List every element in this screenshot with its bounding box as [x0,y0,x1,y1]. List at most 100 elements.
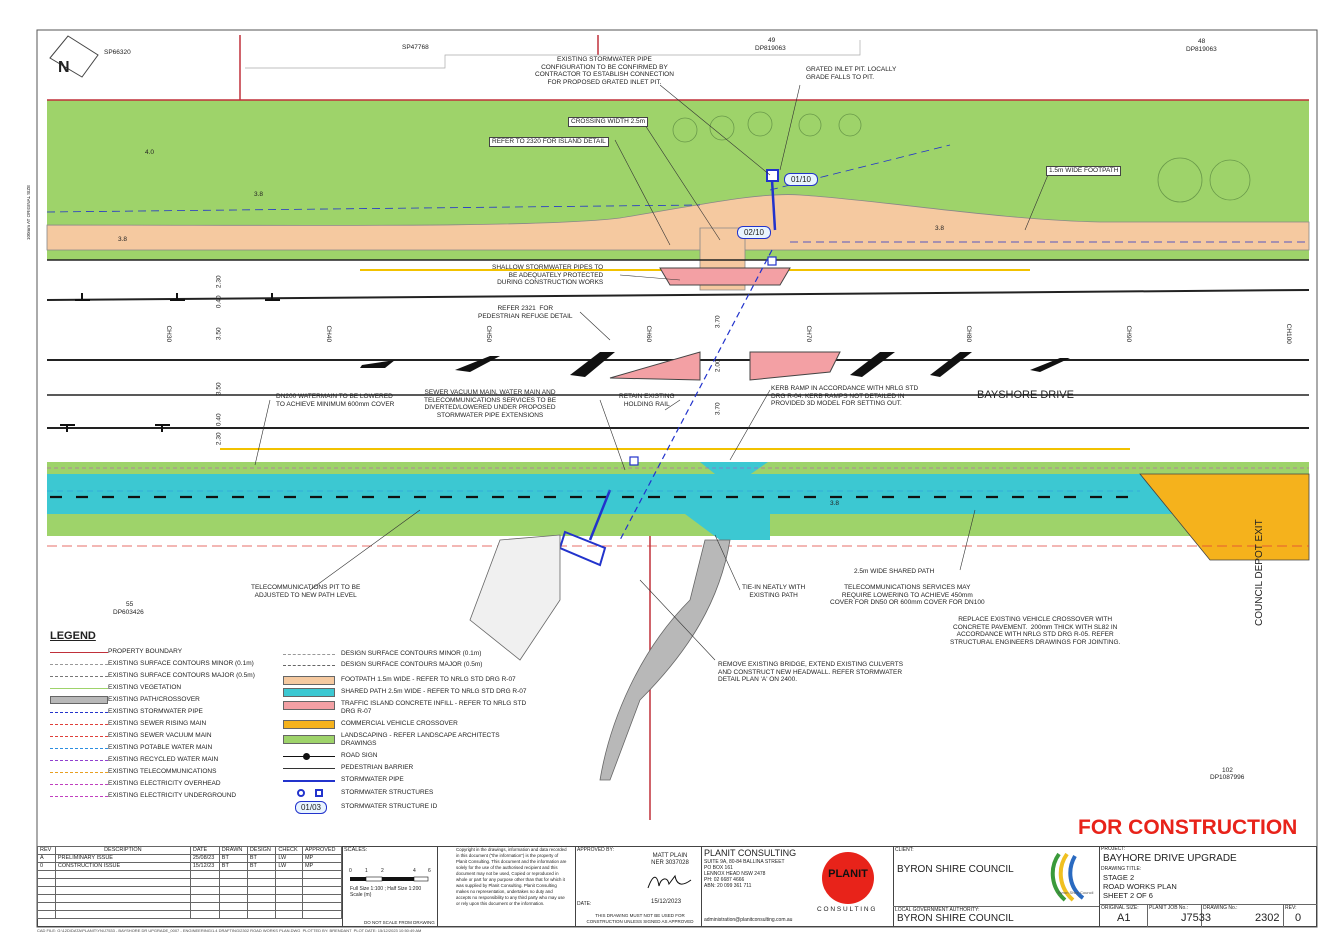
legend-item: PROPERTY BOUNDARY [108,648,183,655]
structure-id-badge: 01/10 [784,173,818,186]
chainage-label: CH40 [325,325,333,343]
legend-swatch [283,720,335,729]
dimension: 2.00 [714,359,722,373]
parcel-label: 48 [1198,38,1206,45]
scale-tick: 6 [428,868,431,874]
dimension: 0.40 [215,413,223,427]
lane-line [46,289,1310,301]
stormwater-pipe [619,249,773,541]
planit-logo [822,852,874,904]
do-not-scale: DO NOT SCALE FROM DRAWING [364,920,435,925]
legend-item: EXISTING SEWER RISING MAIN [108,720,207,727]
table-row: A PRELIMINARY ISSUE 25/08/23 BT BT LW MP [37,854,343,863]
legend-item: FOOTPATH 1.5m WIDE - REFER TO NRLG STD D… [341,676,516,683]
legend-item: EXISTING ELECTRICITY UNDERGROUND [108,792,237,799]
date-label: DATE: [577,901,592,907]
legend-item: STORMWATER PIPE [341,776,404,783]
sheet-size-note: 100mm AT ORIGINAL SIZE [26,184,31,240]
legend-swatch [283,665,335,666]
council-logo-text: Byron Shire Council [1058,890,1094,895]
lga-name: BYRON SHIRE COUNCIL [897,913,1014,924]
note: SHALLOW STORMWATER PIPES TO BE ADEQUATEL… [492,264,604,286]
sheet-size-label: ORIGINAL SIZE: [1101,905,1139,911]
contour-label: 3.8 [935,225,945,232]
legend-item: STORMWATER STRUCTURE ID [341,803,438,810]
legend-swatch [50,676,108,677]
legend-title: LEGEND [50,630,96,642]
legend-item: DESIGN SURFACE CONTOURS MAJOR (0.5m) [341,661,483,668]
dimension: 2.30 [215,432,223,446]
stormwater-pit-round-icon [297,789,305,797]
note: 1.5m WIDE FOOTPATH [1046,166,1122,176]
stormwater-pipe-new [770,179,777,231]
logo-word: PLANIT [828,868,868,880]
parcel-label: 102 [1222,767,1233,774]
parcel-label: 55 [126,601,134,608]
byron-council-logo [1050,852,1085,902]
table-row: 0 CONSTRUCTION ISSUE 15/12/23 BT BT LW M… [37,862,343,871]
note: REFER 2321 FOR PEDESTRIAN REFUGE DETAIL [478,305,573,320]
dimension: 2.30 [215,275,223,289]
kerb-ramp [700,462,768,478]
legend-swatch [50,748,108,749]
traffic-island-right [749,351,841,381]
rev-cell: 25/08/23 [189,854,220,863]
chainage-label: CH50 [485,325,493,343]
legend-swatch [50,724,108,725]
rev-cell: LW [275,854,303,863]
rev-cell: BT [218,862,248,871]
note: KERB RAMP IN ACCORDANCE WITH NRLG STD DR… [771,385,919,407]
north-arrow-icon [49,35,99,78]
parcel-label: DP819063 [1186,46,1217,53]
parcel-label: DP819063 [755,45,786,52]
structure-id-badge: 02/10 [737,226,771,239]
job-number: J7533 [1181,912,1211,924]
copyright-note: Copyright in the drawings, information a… [456,847,567,906]
legend-item: TRAFFIC ISLAND CONCRETE INFILL - REFER T… [341,700,527,715]
client-label: CLIENT: [895,847,914,853]
existing-pit [767,256,777,266]
existing-building-outline [245,40,861,69]
scale-tick: 4 [413,868,416,874]
legend-item: STORMWATER STRUCTURES [341,789,434,796]
note: REMOVE EXISTING BRIDGE, EXTEND EXISTING … [718,661,904,683]
legend-swatch [50,688,108,689]
stormwater-pipe-new [588,489,612,541]
rev-header: APPROVED [301,846,343,855]
chainage-label: CH70 [805,325,813,343]
dimension: 3.50 [215,327,223,341]
stormwater-pit-square-icon [315,789,323,797]
divider [1283,904,1284,927]
shared-path [47,474,1309,514]
chainage-label: CH80 [965,325,973,343]
scale-tick: 0 [349,868,352,874]
rev-header: REV [37,846,56,855]
chainage-label: CH100 [1284,323,1292,344]
rev-header: DRAWN [218,846,248,855]
existing-bridge [469,534,561,661]
legend-item: EXISTING SURFACE CONTOURS MAJOR (0.5m) [108,672,255,679]
parcel-label: 49 [768,37,776,44]
contour-label: 3.8 [118,236,128,243]
scale-note: Full Size 1:100 ; Half Size 1:200 Scale … [350,886,422,898]
note: CROSSING WIDTH 2.5m [568,117,649,127]
legend-item: SHARED PATH 2.5m WIDE - REFER TO NRLG ST… [341,688,527,695]
legend-swatch [283,688,335,697]
drawing-no-label: DRAWING No.: [1203,905,1238,911]
legend-swatch [283,780,335,782]
scale-tick: 2 [381,868,384,874]
divider [1099,904,1317,905]
rev-cell: A [37,854,56,863]
structure-id-badge: 01/03 [295,801,327,814]
legend-swatch [283,735,335,744]
legend-item: EXISTING STORMWATER PIPE [108,708,203,715]
depot-exit-text: COUNCIL DEPOT EXIT [1254,519,1265,626]
tree-symbols [672,111,1251,203]
note: GRATED INLET PIT. LOCALLY GRADE FALLS TO… [806,66,897,81]
traffic-island-left [609,351,701,381]
dimension: 3.70 [714,402,722,416]
approval-box [575,846,702,927]
rev-header: DATE [189,846,220,855]
stormwater-pipe [46,204,701,213]
